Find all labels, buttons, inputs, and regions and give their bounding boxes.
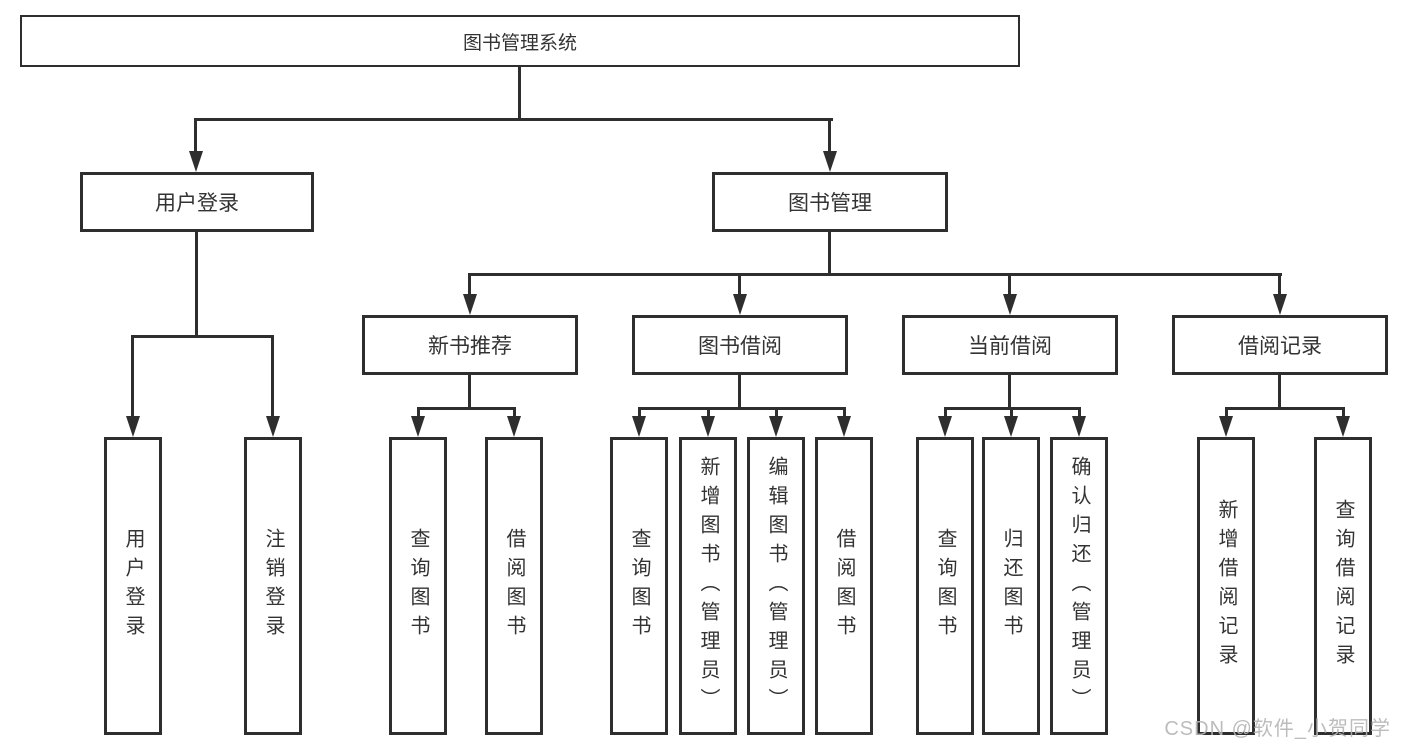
connector-line (1225, 407, 1228, 419)
connector-line (1278, 373, 1281, 407)
leaf-query-books-1-label: 查询图书 (407, 528, 429, 644)
leaf-edit-books-admin: 编辑图书（管理员） (747, 437, 805, 735)
node-book-borrowing-label: 图书借阅 (698, 335, 782, 358)
leaf-confirm-return-admin-label: 确认归还（管理员） (1068, 455, 1090, 717)
arrowhead (507, 416, 521, 437)
connector-line (738, 373, 741, 407)
arrowhead (701, 416, 715, 437)
node-new-book-recommendation-label: 新书推荐 (428, 335, 512, 358)
connector-line (1008, 373, 1011, 407)
connector-line (1078, 407, 1081, 419)
leaf-user-login-label: 用户登录 (122, 528, 144, 644)
leaf-query-books-1: 查询图书 (389, 437, 447, 735)
connector-line (738, 273, 741, 297)
leaf-add-borrow-record: 新增借阅记录 (1197, 437, 1255, 735)
node-user-login-label: 用户登录 (155, 192, 239, 215)
node-user-login: 用户登录 (80, 172, 314, 232)
leaf-query-borrow-record: 查询借阅记录 (1314, 437, 1372, 735)
connector-line (417, 407, 516, 410)
node-book-management-label: 图书管理 (788, 192, 872, 215)
node-borrowing-records-label: 借阅记录 (1238, 335, 1322, 358)
leaf-return-books-label: 归还图书 (1000, 528, 1022, 644)
node-current-borrowing-label: 当前借阅 (968, 335, 1052, 358)
connector-line (843, 407, 846, 419)
leaf-borrow-books-2: 借阅图书 (815, 437, 873, 735)
arrowhead (938, 416, 952, 437)
arrowhead (632, 416, 646, 437)
leaf-user-login: 用户登录 (104, 437, 162, 735)
connector-line (944, 407, 947, 419)
leaf-query-books-3: 查询图书 (916, 437, 974, 735)
connector-line (513, 407, 516, 419)
connector-line (195, 118, 833, 121)
arrowhead (189, 151, 203, 172)
arrowhead (126, 416, 140, 437)
connector-line (707, 407, 710, 419)
connector-line (775, 407, 778, 419)
leaf-confirm-return-admin: 确认归还（管理员） (1050, 437, 1108, 735)
node-borrowing-records: 借阅记录 (1172, 315, 1388, 375)
connector-line (1278, 273, 1281, 297)
arrowhead (1219, 416, 1233, 437)
connector-line (518, 66, 521, 118)
connector-line (1225, 407, 1345, 410)
leaf-logout-label: 注销登录 (262, 528, 284, 644)
arrowhead (463, 294, 477, 315)
leaf-add-borrow-record-label: 新增借阅记录 (1215, 499, 1237, 673)
connector-line (638, 407, 846, 410)
arrowhead (266, 416, 280, 437)
node-new-book-recommendation: 新书推荐 (362, 315, 578, 375)
connector-line (271, 335, 274, 419)
leaf-borrow-books-1-label: 借阅图书 (503, 528, 525, 644)
arrowhead (837, 416, 851, 437)
leaf-query-books-2: 查询图书 (610, 437, 668, 735)
leaf-add-books-admin: 新增图书（管理员） (679, 437, 737, 735)
leaf-edit-books-admin-label: 编辑图书（管理员） (765, 455, 787, 717)
connector-line (468, 273, 471, 297)
arrowhead (1273, 294, 1287, 315)
leaf-query-borrow-record-label: 查询借阅记录 (1332, 499, 1354, 673)
connector-line (468, 273, 1282, 276)
leaf-borrow-books-2-label: 借阅图书 (833, 528, 855, 644)
node-library-management-system-label: 图书管理系统 (462, 32, 577, 54)
leaf-query-books-2-label: 查询图书 (628, 528, 650, 644)
arrowhead (823, 151, 837, 172)
arrowhead (1003, 294, 1017, 315)
connector-line (828, 230, 831, 273)
connector-line (468, 373, 471, 407)
connector-line (131, 335, 134, 419)
node-current-borrowing: 当前借阅 (902, 315, 1118, 375)
connector-line (638, 407, 641, 419)
node-library-management-system: 图书管理系统 (20, 15, 1020, 67)
arrowhead (411, 416, 425, 437)
connector-line (132, 335, 274, 338)
leaf-query-books-3-label: 查询图书 (934, 528, 956, 644)
leaf-borrow-books-1: 借阅图书 (485, 437, 543, 735)
watermark: CSDN @软件_小贺同学 (1164, 718, 1391, 740)
leaf-logout: 注销登录 (244, 437, 302, 735)
connector-line (828, 118, 831, 154)
leaf-add-books-admin-label: 新增图书（管理员） (697, 455, 719, 717)
arrowhead (769, 416, 783, 437)
leaf-return-books: 归还图书 (982, 437, 1040, 735)
connector-line (194, 118, 197, 154)
arrowhead (1336, 416, 1350, 437)
node-book-borrowing: 图书借阅 (632, 315, 848, 375)
connector-line (1342, 407, 1345, 419)
arrowhead (1072, 416, 1086, 437)
arrowhead (1004, 416, 1018, 437)
connector-line (1008, 273, 1011, 297)
connector-line (1010, 407, 1013, 419)
arrowhead (733, 294, 747, 315)
connector-line (417, 407, 420, 419)
node-book-management: 图书管理 (712, 172, 948, 232)
connector-line (195, 230, 198, 335)
